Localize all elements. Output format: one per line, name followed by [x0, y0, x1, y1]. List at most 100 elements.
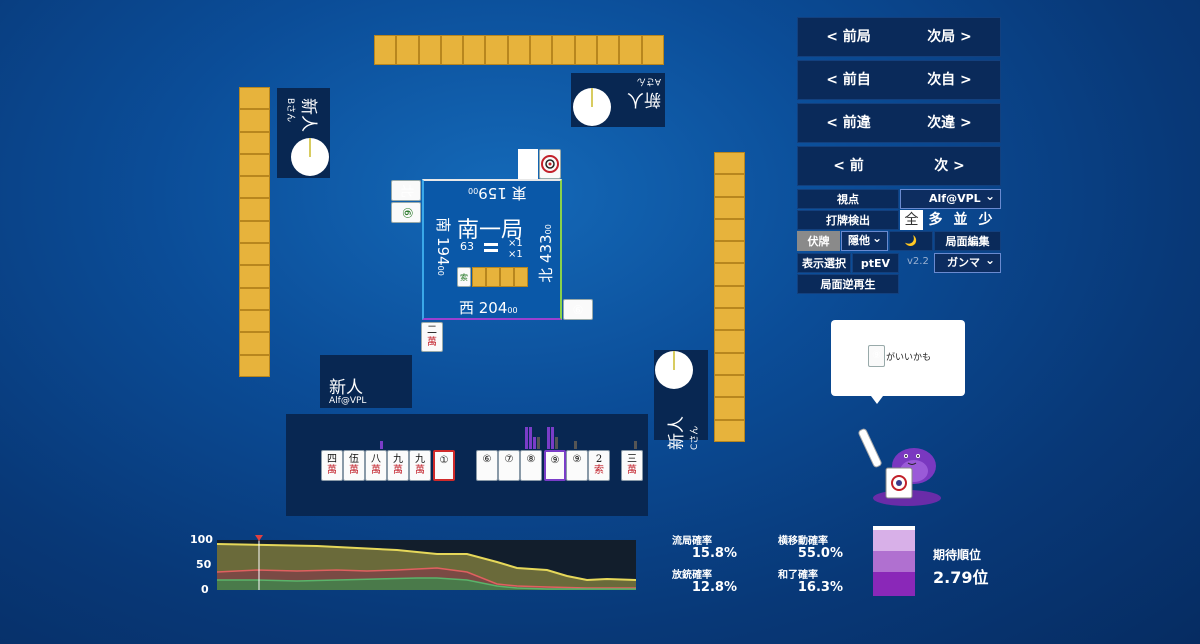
prev-button[interactable]: < 前 [833, 158, 864, 174]
wall-tile [440, 35, 464, 65]
hand-tile[interactable]: ① [433, 450, 455, 481]
reverse-play-button[interactable]: 局面逆再生 [797, 274, 899, 294]
hand-tile[interactable]: 九萬 [387, 450, 409, 481]
bottom-player-id: Alf@VPL [329, 396, 367, 406]
wall-tile [641, 35, 664, 65]
prev-round-button[interactable]: < 前局 [826, 29, 871, 45]
wall-tile [239, 309, 270, 333]
version-label: v2.2 [907, 256, 929, 267]
dora-indicator-tile: 索 [457, 267, 471, 287]
wall-tile [714, 308, 745, 331]
left-player-id: Bさん [285, 98, 295, 123]
prev-self-button[interactable]: < 前自 [826, 72, 871, 88]
bottom-player-name: 新人 [329, 378, 363, 398]
stick-icon [484, 243, 498, 252]
houju-label: 放銃確率 [672, 570, 712, 581]
right-player-panel: 新人 Cさん [654, 350, 708, 450]
wall-tile [239, 198, 270, 221]
wall-tile [619, 35, 642, 65]
detect-mode-group: 全 多 並 少 [900, 210, 998, 230]
right-wall [714, 152, 745, 442]
wall-tile [239, 332, 270, 355]
next-self-button[interactable]: 次自 > [927, 72, 972, 88]
round-nav: < 前局 次局 > [797, 17, 1001, 57]
wall-tile [239, 243, 270, 266]
hand-tile[interactable]: ⑥ [476, 450, 498, 481]
north-score: 北 43300 [536, 224, 555, 283]
wall-tile [714, 285, 745, 309]
gamma-select[interactable]: ガンマ [934, 251, 1001, 273]
top-player-id: Aさん [636, 76, 661, 86]
wall-tile [463, 35, 486, 65]
hand-tile[interactable]: 伍萬 [343, 450, 365, 481]
wall-tile [530, 35, 553, 65]
yokoido-label: 横移動確率 [778, 536, 828, 547]
left-wall [239, 87, 270, 377]
edit-board-button[interactable]: 局面編集 [934, 231, 1001, 251]
expected-rank-label: 期待順位 [933, 548, 982, 562]
graph-y-label-0: 0 [201, 583, 209, 596]
advice-bubble: ⑨ がいいかも [831, 320, 965, 404]
hora-value: 16.3% [797, 580, 843, 595]
hand-tile[interactable]: 八萬 [365, 450, 387, 481]
right-player-id: Cさん [690, 425, 700, 450]
wall-tile [714, 218, 745, 242]
display-select-button[interactable]: 表示選択 [797, 253, 851, 273]
south-score: 南 19400 [433, 217, 452, 276]
hand-tile[interactable]: 九萬 [409, 450, 431, 481]
wall-tile [714, 352, 745, 375]
ptev-button[interactable]: ptEV [852, 253, 899, 273]
bottom-player-panel: 新人 Alf@VPL [320, 355, 412, 408]
hand-tile[interactable]: ⑨ [544, 450, 566, 481]
wall-tile [714, 374, 745, 398]
rank-distribution-bar [873, 526, 915, 596]
drawn-tile[interactable]: 三萬 [621, 450, 643, 481]
wall-tile [574, 35, 597, 65]
dead-wall [472, 267, 528, 287]
left-timer-icon [291, 138, 329, 176]
next-round-button[interactable]: 次局 > [927, 29, 972, 45]
wall-tile [239, 287, 270, 310]
ryukyoku-label: 流局確率 [672, 536, 712, 547]
hidden-select[interactable]: 隠他 [841, 229, 888, 251]
prev-diff-button[interactable]: < 前違 [826, 115, 871, 131]
top-player-panel: 新人 Aさん [571, 73, 665, 127]
wall-tile [507, 35, 531, 65]
next-diff-button[interactable]: 次違 > [927, 115, 972, 131]
hora-label: 和了確率 [778, 570, 818, 581]
detect-mode-few[interactable]: 少 [978, 212, 993, 228]
right-timer-icon [655, 351, 693, 389]
hand-tile[interactable]: ⑦ [498, 450, 520, 481]
wall-tile [418, 35, 441, 65]
advice-tile-icon: ⑨ [868, 345, 885, 367]
stick-count-2: ×1 [508, 249, 523, 260]
detect-mode-all[interactable]: 全 [900, 210, 923, 230]
wall-tile [714, 152, 745, 175]
wall-tile [485, 35, 508, 65]
discard-detect-label: 打牌検出 [797, 210, 899, 230]
graph-y-label-100: 100 [190, 533, 213, 546]
detect-mode-many[interactable]: 多 [928, 212, 943, 228]
mascot-image [852, 426, 944, 508]
wall-tile [714, 241, 745, 264]
stick-count-1: ×1 [508, 238, 523, 249]
wall-tile [239, 176, 270, 199]
west-score: 西 20400 [459, 299, 518, 317]
hidden-tiles-button[interactable]: 伏牌 [797, 231, 840, 251]
wall-tile [239, 265, 270, 288]
moon-icon[interactable]: 🌙 [889, 231, 933, 251]
pin-1-tile [539, 149, 561, 179]
hand-tile[interactable]: 四萬 [321, 450, 343, 481]
left-discard-tile-pin: ⑥ [391, 202, 421, 223]
next-button[interactable]: 次 > [934, 158, 965, 174]
yokoido-value: 55.0% [797, 546, 843, 561]
detect-mode-normal[interactable]: 並 [953, 212, 968, 228]
wall-tile [239, 220, 270, 244]
viewpoint-select[interactable]: Alf@VPL [900, 187, 1001, 209]
expected-rank-value: 2.79位 [933, 568, 989, 587]
wall-tile [396, 35, 419, 65]
top-timer-icon [573, 88, 611, 126]
hand-tile[interactable]: ⑨ [566, 450, 588, 481]
hand-tile[interactable]: ⑧ [520, 450, 542, 481]
